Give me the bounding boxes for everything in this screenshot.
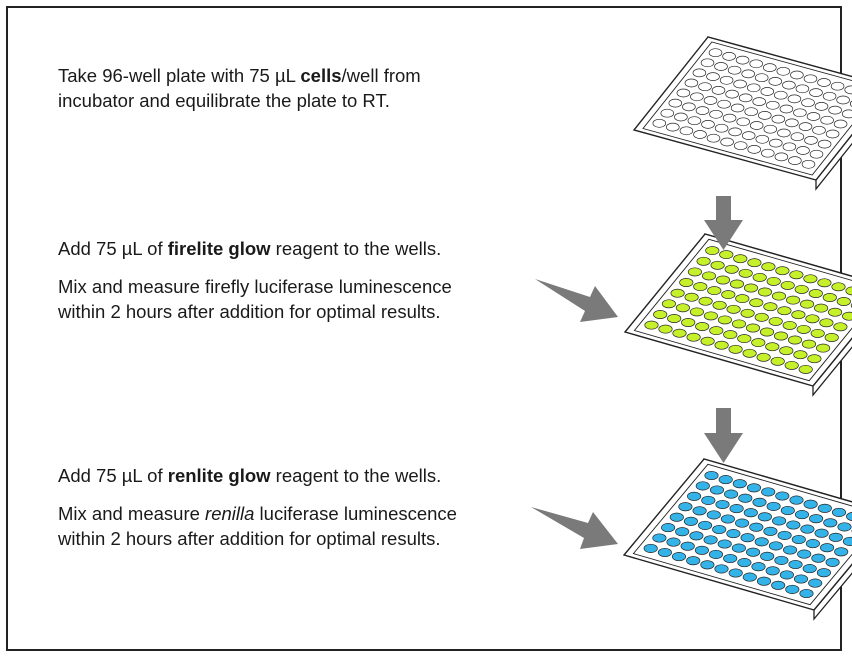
step-1-line-1: Take 96-well plate with 75 µL cells/well…	[58, 65, 421, 86]
step-2-measure: Mix and measure firefly luciferase lumin…	[58, 276, 452, 322]
arrow-down-icon	[704, 196, 743, 250]
plate-renlite-icon	[622, 458, 852, 621]
plate-empty-icon	[632, 36, 852, 191]
step-3-reagent: Add 75 µL of renlite glow reagent to the…	[58, 465, 442, 486]
step-1-text: Take 96-well plate with 75 µL cells/well…	[58, 63, 421, 113]
arrow-down-icon	[704, 408, 743, 463]
arrow-diagonal-icon	[531, 507, 618, 549]
step-1-line-2: incubator and equilibrate the plate to R…	[58, 90, 390, 111]
arrow-diagonal-icon	[535, 279, 618, 322]
step-2-reagent: Add 75 µL of firelite glow reagent to th…	[58, 238, 442, 259]
step-3-measure: Mix and measure renilla luciferase lumin…	[58, 503, 457, 549]
plate-firelite-icon	[623, 233, 852, 397]
